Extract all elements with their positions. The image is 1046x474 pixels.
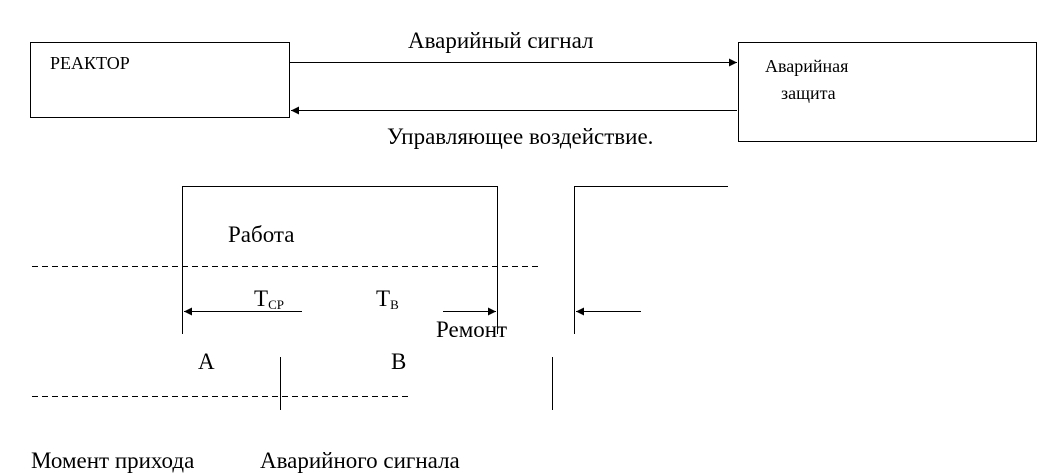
point-a-label: А	[198, 349, 215, 374]
control-label: Управляющее воздействие.	[387, 124, 654, 149]
protection-label-line1: Аварийная	[765, 56, 849, 76]
work-pulse	[182, 186, 498, 334]
tcp-label-main: Т	[254, 286, 269, 311]
tb-label-sub: В	[390, 297, 399, 312]
next-pulse	[574, 186, 728, 334]
tcp-label: ТСР	[254, 287, 284, 311]
reactor-label: РЕАКТОР	[50, 53, 130, 73]
caption-part1: Момент прихода	[31, 448, 195, 473]
reactor-box	[30, 42, 290, 118]
tcp-label-sub: СР	[268, 297, 284, 312]
tb-label-main: Т	[376, 286, 391, 311]
signal-label: Аварийный сигнал	[408, 28, 594, 53]
protection-box	[738, 42, 1037, 142]
repair-label: Ремонт	[436, 317, 508, 342]
protection-label-line2: защита	[781, 83, 836, 103]
caption-part2: Аварийного сигнала	[260, 448, 460, 473]
point-b-label: В	[391, 349, 407, 374]
work-label: Работа	[228, 222, 295, 247]
tb-label: ТВ	[376, 287, 399, 311]
